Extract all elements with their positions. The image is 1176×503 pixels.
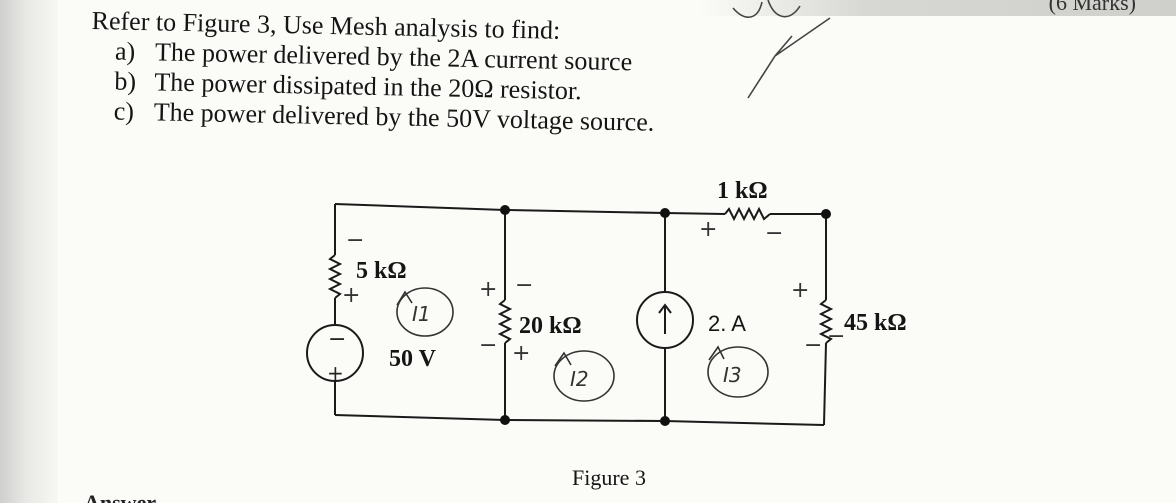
label-50v: 50 V: [389, 346, 437, 372]
resistor-20k: [497, 299, 513, 344]
label-1k: 1 kΩ: [717, 178, 768, 204]
scan-left-edge: [0, 0, 58, 503]
hand-plus: +: [791, 278, 809, 303]
hand-plus: +: [512, 341, 530, 366]
handwritten-check-icon: [747, 17, 831, 99]
scan-top-band: [700, 0, 1176, 16]
hand-plus: +: [342, 283, 360, 308]
mesh-circle-3: [707, 346, 769, 398]
wire-bottom: [334, 414, 825, 426]
label-2a: 2. A: [708, 311, 746, 336]
mesh-circle-2: [553, 350, 615, 402]
figure-caption: Figure 3: [572, 465, 646, 490]
wire-top: [334, 203, 726, 215]
wire-right-lower: [823, 342, 827, 426]
node-dot: [821, 209, 831, 219]
hand-minus: −: [765, 221, 783, 246]
resistor-1k: [724, 206, 771, 222]
vsource-minus: −: [328, 327, 346, 352]
mesh-circle-1: [396, 287, 454, 337]
resistor-45k: [818, 299, 834, 344]
label-5k: 5 kΩ: [356, 258, 407, 284]
marks-label: (6 Marks): [1048, 0, 1136, 15]
hand-plus: +: [479, 277, 497, 302]
mesh-arrow-icon: [708, 345, 725, 361]
node-dot: [500, 415, 510, 425]
vsource-plus: +: [327, 361, 344, 385]
arrow-up-icon: [658, 303, 672, 334]
mesh-label-1: I1: [412, 302, 431, 326]
hand-minus: −: [515, 273, 533, 298]
node-dot: [660, 416, 670, 426]
label-20k: 20 kΩ: [519, 313, 582, 339]
hand-minus: −: [827, 324, 845, 349]
node-dot: [500, 205, 510, 215]
node-dot: [660, 208, 670, 218]
hand-minus: −: [804, 333, 822, 358]
handwritten-scribble: [732, 0, 801, 18]
hand-minus: −: [346, 228, 364, 253]
hand-minus: −: [479, 333, 497, 358]
mesh-arrow-icon: [396, 290, 413, 306]
mesh-label-3: I3: [723, 363, 742, 387]
label-45k: 45 kΩ: [844, 310, 907, 336]
answer-heading-cut: Answer: [84, 490, 157, 503]
mesh-label-2: I2: [570, 367, 589, 391]
resistor-5k: [327, 254, 343, 299]
hand-plus: +: [699, 217, 717, 242]
mesh-arrow-icon: [554, 351, 572, 367]
